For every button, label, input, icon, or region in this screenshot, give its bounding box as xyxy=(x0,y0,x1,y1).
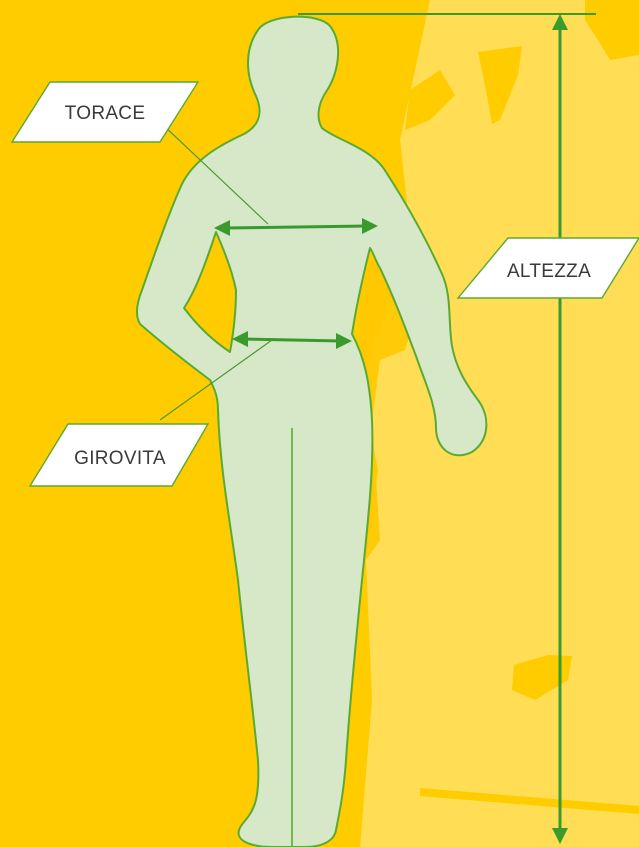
label-torace-text: TORACE xyxy=(65,103,146,124)
label-altezza-text: ALTEZZA xyxy=(507,261,591,282)
label-girovita-text: GIROVITA xyxy=(74,448,166,469)
